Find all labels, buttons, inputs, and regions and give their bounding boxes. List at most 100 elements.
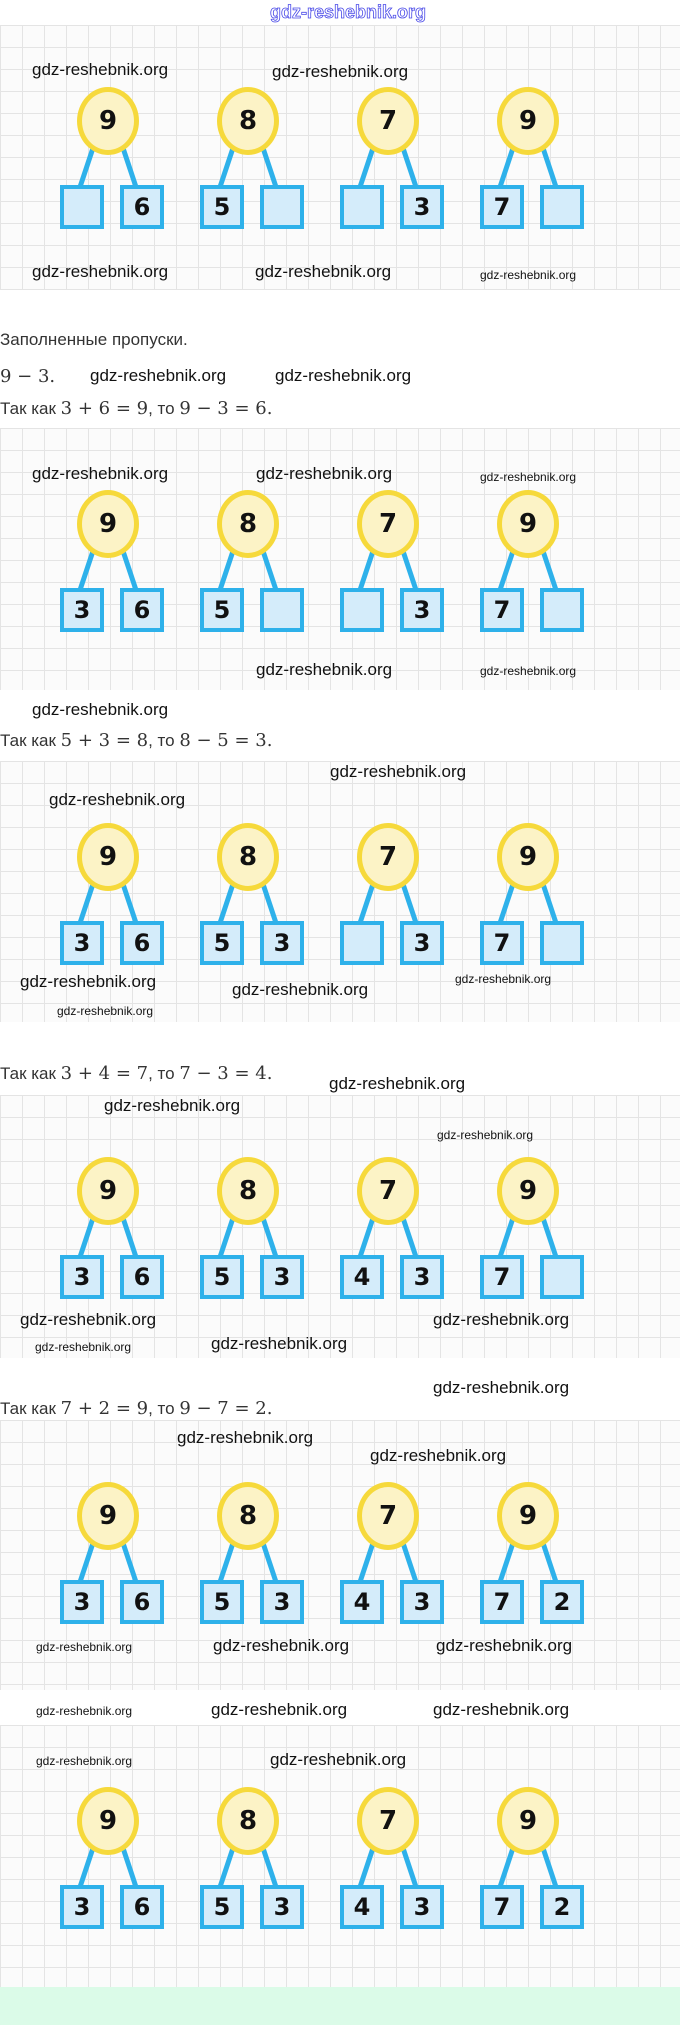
part-box-right[interactable]: 6 (120, 921, 164, 965)
connector-lines (77, 144, 139, 188)
whole-number-circle: 9 (77, 1157, 139, 1225)
subtraction-expression: 9 − 3 = 6. (179, 398, 273, 419)
part-box-left[interactable]: 7 (480, 185, 524, 229)
part-box-right[interactable]: 3 (260, 1580, 304, 1624)
part-box-left[interactable]: 7 (480, 588, 524, 632)
connector-lines (357, 547, 419, 591)
watermark-text: gdz-reshebnik.org (36, 1704, 133, 1718)
part-box-right[interactable] (540, 921, 584, 965)
part-box-right[interactable] (540, 185, 584, 229)
part-box-right[interactable]: 3 (260, 921, 304, 965)
part-box-left[interactable]: 3 (60, 588, 104, 632)
connector-lines (217, 1214, 279, 1258)
part-box-left[interactable]: 5 (200, 588, 244, 632)
watermark-text: gdz-reshebnik.org (455, 972, 552, 986)
part-box-left[interactable]: 3 (60, 921, 104, 965)
whole-number-circle: 8 (217, 1482, 279, 1550)
part-box-left[interactable] (60, 185, 104, 229)
part-box-right[interactable] (540, 1255, 584, 1299)
explanation-connector: , то (148, 1399, 180, 1418)
part-box-right[interactable]: 6 (120, 1255, 164, 1299)
watermark-text: gdz-reshebnik.org (177, 1428, 314, 1447)
connector-lines (357, 880, 419, 924)
part-box-right[interactable]: 3 (400, 921, 444, 965)
part-box-left[interactable] (340, 588, 384, 632)
watermark-text: gdz-reshebnik.org (370, 1446, 507, 1465)
part-box-left[interactable]: 4 (340, 1580, 384, 1624)
part-box-left[interactable] (340, 185, 384, 229)
part-box-left[interactable]: 5 (200, 1580, 244, 1624)
whole-number-circle: 8 (217, 490, 279, 558)
watermark-text: gdz-reshebnik.org (90, 366, 227, 385)
part-box-right[interactable]: 3 (400, 1885, 444, 1929)
part-box-left[interactable]: 7 (480, 1885, 524, 1929)
whole-number-circle: 9 (497, 87, 559, 155)
part-box-right[interactable]: 3 (260, 1255, 304, 1299)
part-box-left[interactable]: 5 (200, 1255, 244, 1299)
part-box-right[interactable]: 2 (540, 1580, 584, 1624)
whole-number-circle: 9 (77, 823, 139, 891)
part-box-left[interactable]: 3 (60, 1580, 104, 1624)
watermark-text: gdz-reshebnik.org (437, 1128, 534, 1142)
connector-lines (77, 1844, 139, 1888)
explanation-line: Так как 3 + 6 = 9, то 9 − 3 = 6. (0, 398, 272, 419)
watermark-text: gdz-reshebnik.org (36, 1640, 133, 1654)
part-box-left[interactable]: 7 (480, 1255, 524, 1299)
part-box-right[interactable]: 6 (120, 588, 164, 632)
part-box-right[interactable] (540, 588, 584, 632)
watermark-text: gdz-reshebnik.org (272, 62, 409, 81)
part-box-left[interactable]: 5 (200, 185, 244, 229)
part-box-left[interactable]: 3 (60, 1885, 104, 1929)
explanation-prefix: Так как (0, 731, 61, 750)
watermark-text: gdz-reshebnik.org (480, 268, 577, 282)
watermark-text: gdz-reshebnik.org (256, 464, 393, 483)
part-box-right[interactable]: 3 (260, 1885, 304, 1929)
connector-lines (497, 144, 559, 188)
watermark-text: gdz-reshebnik.org (32, 60, 169, 79)
part-box-right[interactable]: 3 (400, 1255, 444, 1299)
watermark-text: gdz-reshebnik.org (433, 1378, 570, 1397)
watermark-text: gdz-reshebnik.org (20, 1310, 157, 1329)
part-box-right[interactable] (260, 185, 304, 229)
part-box-right[interactable]: 6 (120, 185, 164, 229)
part-box-right[interactable]: 3 (400, 588, 444, 632)
part-box-left[interactable]: 7 (480, 921, 524, 965)
whole-number-circle: 7 (357, 1157, 419, 1225)
part-box-left[interactable]: 5 (200, 1885, 244, 1929)
part-box-left[interactable] (340, 921, 384, 965)
connector-lines (357, 1844, 419, 1888)
part-box-right[interactable] (260, 588, 304, 632)
part-box-right[interactable]: 3 (400, 185, 444, 229)
part-box-left[interactable]: 3 (60, 1255, 104, 1299)
part-box-left[interactable]: 5 (200, 921, 244, 965)
part-box-left[interactable]: 4 (340, 1885, 384, 1929)
watermark-text: gdz-reshebnik.org (329, 1074, 466, 1093)
subtraction-expression: 9 − 7 = 2. (179, 1398, 273, 1419)
part-box-right[interactable]: 6 (120, 1885, 164, 1929)
part-box-right[interactable]: 6 (120, 1580, 164, 1624)
watermark-text: gdz-reshebnik.org (436, 1636, 573, 1655)
part-box-right[interactable]: 3 (400, 1580, 444, 1624)
part-box-left[interactable]: 7 (480, 1580, 524, 1624)
part-box-right[interactable]: 2 (540, 1885, 584, 1929)
explanation-line: Так как 3 + 4 = 7, то 7 − 3 = 4. (0, 1063, 272, 1084)
whole-number-circle: 7 (357, 823, 419, 891)
watermark-text: gdz-reshebnik.org (255, 262, 392, 281)
subtraction-expression: 7 − 3 = 4. (179, 1063, 273, 1084)
part-box-left[interactable]: 4 (340, 1255, 384, 1299)
connector-lines (497, 1844, 559, 1888)
explanation-prefix: Так как (0, 1399, 61, 1418)
